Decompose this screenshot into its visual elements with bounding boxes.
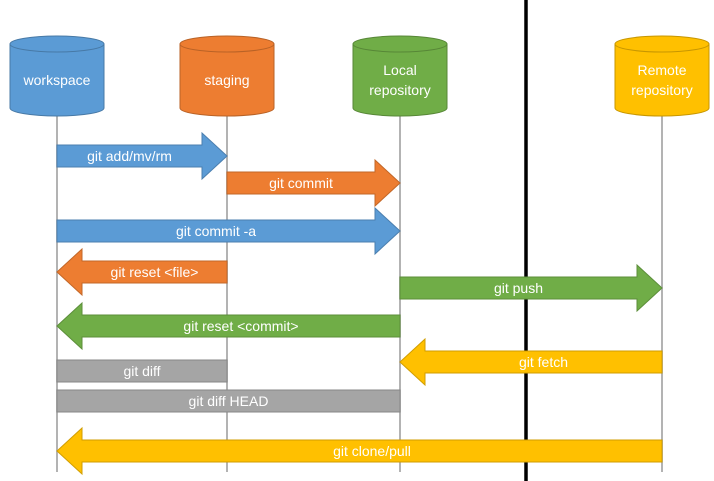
remote-node: Remote repository (614, 35, 710, 117)
git-commit-a-label: git commit -a (176, 223, 256, 239)
git-clone-pull-command: git clone/pull (56, 426, 663, 476)
workspace-label: workspace (23, 72, 91, 88)
remote-label: repository (631, 82, 692, 98)
git-diff-head-label: git diff HEAD (189, 393, 269, 409)
git-add-label: git add/mv/rm (87, 148, 172, 164)
git-commit-arrow (226, 158, 401, 208)
git-commit-a-command: git commit -a (56, 206, 401, 256)
local-cylinder-body (352, 43, 448, 117)
git-reset-commit-arrow (56, 301, 401, 351)
git-clone-pull-arrow (56, 426, 663, 476)
git-reset-commit-label: git reset <commit> (183, 318, 298, 334)
git-clone-pull-label: git clone/pull (333, 443, 411, 459)
git-reset-commit-command: git reset <commit> (56, 301, 401, 351)
staging-label: staging (204, 72, 249, 88)
git-push-arrow (399, 263, 663, 313)
git-fetch-command: git fetch (399, 337, 663, 387)
staging-node: staging (179, 35, 275, 117)
git-diff-label: git diff (123, 363, 160, 379)
git-add-arrow (56, 131, 228, 181)
git-commit-label: git commit (269, 175, 333, 191)
local-label: Local (383, 62, 416, 78)
remote-cylinder-top (614, 35, 710, 53)
git-diff-head-bar (56, 389, 401, 413)
git-commit-command: git commit (226, 158, 401, 208)
git-reset-file-label: git reset <file> (111, 264, 199, 280)
local-cylinder-top (352, 35, 448, 53)
remote-cylinder-body (614, 43, 710, 117)
local-label: repository (369, 82, 430, 98)
git-reset-file-command: git reset <file> (56, 247, 228, 297)
staging-cylinder-body (179, 43, 275, 117)
git-diff-bar (56, 359, 228, 383)
workspace-node: workspace (9, 35, 105, 117)
remote-label: Remote (637, 62, 686, 78)
git-commit-a-arrow (56, 206, 401, 256)
git-fetch-label: git fetch (519, 354, 568, 370)
git-add-command: git add/mv/rm (56, 131, 228, 181)
git-diff-head-command: git diff HEAD (56, 389, 401, 413)
local-node: Local repository (352, 35, 448, 117)
git-reset-file-arrow (56, 247, 228, 297)
workspace-cylinder-body (9, 43, 105, 117)
git-push-command: git push (399, 263, 663, 313)
workspace-cylinder-top (9, 35, 105, 53)
staging-cylinder-top (179, 35, 275, 53)
git-diff-command: git diff (56, 359, 228, 383)
git-push-label: git push (494, 280, 543, 296)
git-fetch-arrow (399, 337, 663, 387)
